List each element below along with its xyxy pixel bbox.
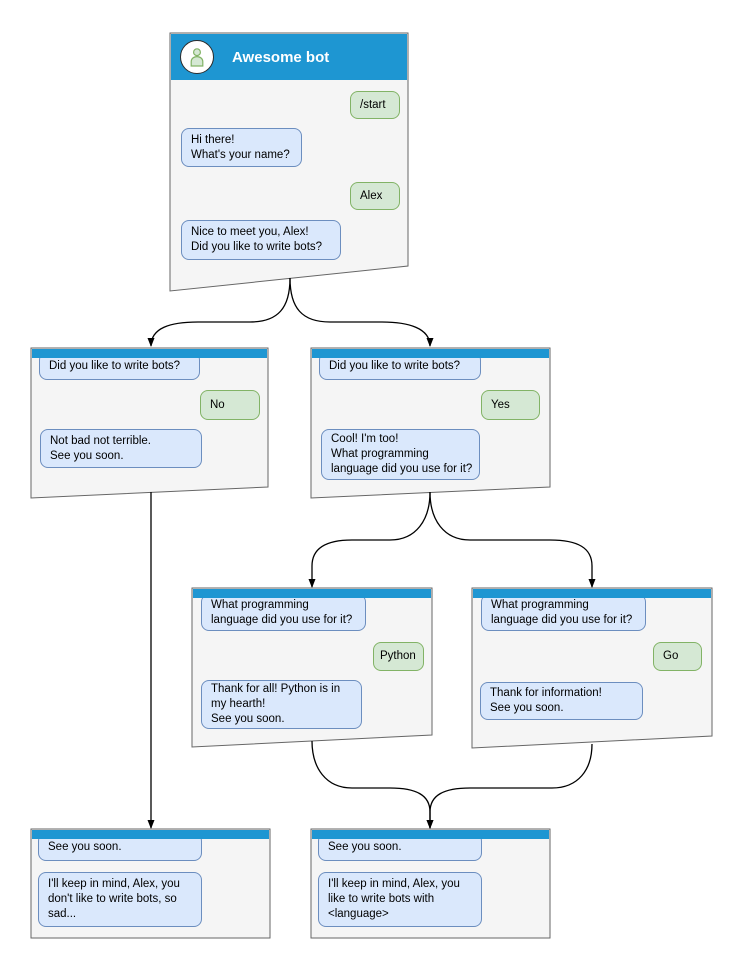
bot-reply: Thank for all! Python is in my hearth! S… xyxy=(201,680,362,729)
user-answer-no: No xyxy=(200,390,260,420)
node-titlebar xyxy=(312,349,549,358)
user-answer-yes: Yes xyxy=(481,390,540,420)
edge-root-to-no xyxy=(147,277,291,347)
chat-title: Awesome bot xyxy=(232,48,330,66)
user-message-name: Alex xyxy=(350,182,400,210)
bot-question: What programming language did you use fo… xyxy=(481,594,646,631)
bot-reply: Thank for information! See you soon. xyxy=(480,682,643,720)
edge-root-to-yes xyxy=(289,277,434,347)
bot-message-keep-in-mind: I'll keep in mind, Alex, you like to wri… xyxy=(318,872,482,927)
user-message-start: /start xyxy=(350,91,400,119)
node-titlebar xyxy=(32,830,269,839)
chat-header: Awesome bot xyxy=(171,34,407,80)
node-titlebar xyxy=(473,589,711,598)
user-answer-python: Python xyxy=(373,642,424,671)
edge-yes-to-go xyxy=(429,491,596,588)
edge-python-to-end-right xyxy=(311,740,434,829)
node-titlebar xyxy=(312,830,549,839)
bot-message-keep-in-mind: I'll keep in mind, Alex, you don't like … xyxy=(38,872,202,927)
edge-yes-to-python xyxy=(308,491,431,588)
bot-message-greeting: Hi there! What's your name? xyxy=(181,128,302,167)
bot-reply: Not bad not terrible. See you soon. xyxy=(40,429,202,468)
edge-go-to-end-right xyxy=(426,743,593,829)
bot-question: What programming language did you use fo… xyxy=(201,594,366,631)
bot-message-nice-to-meet: Nice to meet you, Alex! Did you like to … xyxy=(181,220,341,260)
node-titlebar xyxy=(193,589,431,598)
user-answer-go: Go xyxy=(653,642,702,671)
node-titlebar xyxy=(32,349,267,358)
person-icon xyxy=(190,48,204,67)
bot-reply: Cool! I'm too! What programming language… xyxy=(321,429,480,480)
avatar xyxy=(180,40,214,74)
